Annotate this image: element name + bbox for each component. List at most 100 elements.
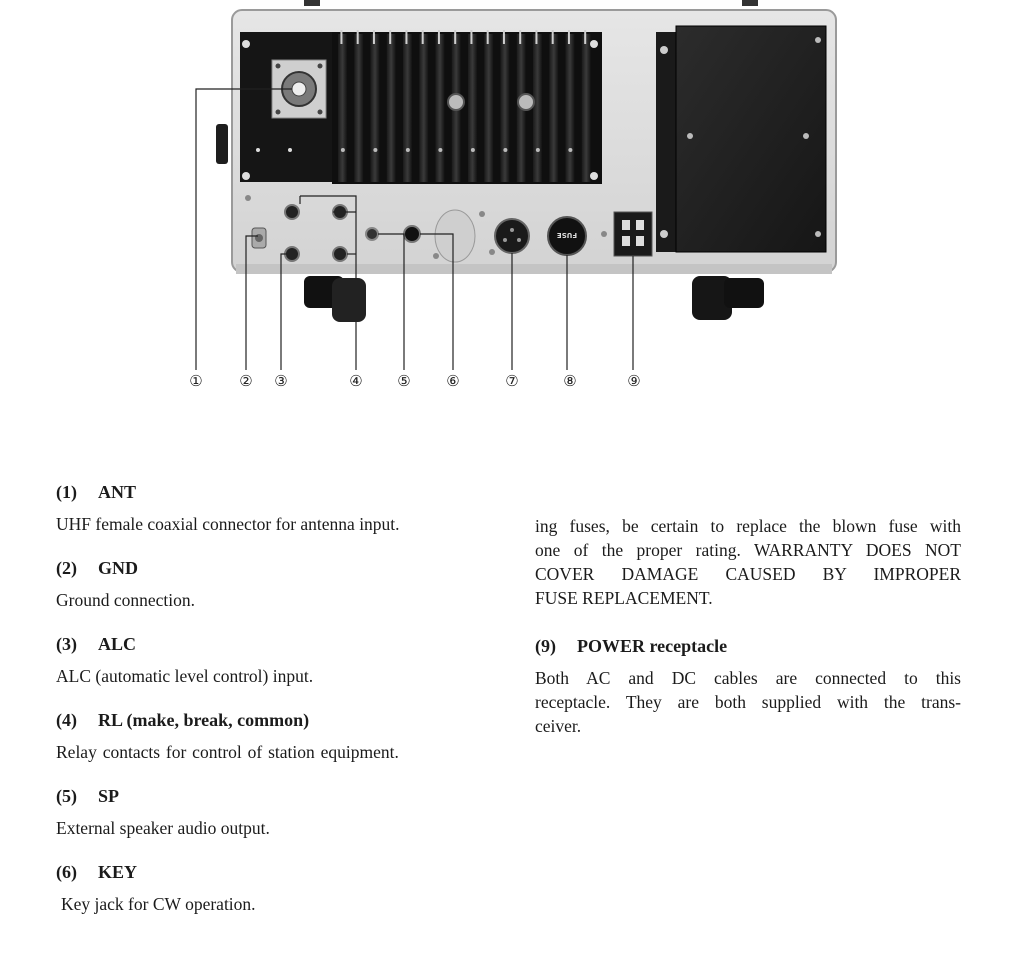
screw (815, 231, 821, 237)
heatsink-fin-tip (372, 30, 375, 44)
top-handle-right (742, 0, 758, 6)
callout-8: ⑧ (563, 372, 576, 390)
section-heading: (2)GND (56, 556, 496, 580)
section-number: (4) (56, 710, 77, 730)
section-title: SP (98, 786, 120, 806)
heatsink-fin-tip (519, 30, 522, 44)
leader-4 (300, 195, 357, 370)
section-description: Ground connection. (56, 590, 195, 610)
jack-key (403, 225, 421, 243)
text-line: ing fuses, be certain to replace the blo… (535, 516, 961, 536)
screw (479, 211, 485, 217)
socket-pin (503, 238, 507, 242)
heatsink-screw (470, 148, 475, 152)
section-number: (6) (56, 862, 77, 882)
callout-2: ② (239, 372, 252, 390)
section-title: ANT (98, 482, 137, 502)
callout-labels: ① ② ③ ④ ⑤ ⑥ ⑦ ⑧ ⑨ (189, 372, 640, 390)
chassis-bottom-lip (236, 264, 832, 274)
rear-panel-figure: FUSE ① ② ③ ④ ⑤ ⑥ ⑦ ⑧ ⑨ (189, 0, 837, 390)
screw (803, 133, 809, 139)
section-heading: (1) ANT (56, 480, 496, 504)
screw (275, 109, 281, 115)
heatsink-screw (503, 148, 508, 152)
section-number: (3) (56, 634, 77, 654)
heatsink-fin-tip (389, 30, 392, 44)
screw (815, 37, 821, 43)
text-line: one of the proper rating. WARRANTY DOES … (535, 540, 961, 560)
section-ant: (1)ANT UHF female coaxial connector for … (56, 480, 496, 536)
left-column: (1)ANT UHF female coaxial connector for … (56, 480, 496, 936)
section-number: (1) (56, 482, 77, 502)
heatsink-screw (568, 148, 573, 152)
screw (275, 63, 281, 69)
top-handle-left (304, 0, 320, 6)
section-sp: (5)SP External speaker audio output. (56, 784, 496, 840)
heatsink-fin-tip (470, 30, 473, 44)
receptacle-pin (622, 220, 630, 230)
leader-1 (195, 88, 292, 370)
screw (317, 63, 323, 69)
heatsink-screw (373, 148, 378, 152)
section-description: External speaker audio output. (56, 818, 270, 838)
section-heading: (4)RL (make, break, common) (56, 708, 496, 732)
section-number: (9) (535, 636, 556, 656)
screw (245, 195, 251, 201)
heatsink-fin (533, 34, 542, 182)
section-title: GND (98, 558, 138, 578)
section-heading: (5)SP (56, 784, 496, 808)
heatsink-fin (386, 34, 396, 182)
accessory-socket (494, 218, 530, 254)
heatsink-fin-tip (356, 30, 359, 44)
socket-pin (517, 238, 521, 242)
heatsink-fin-tip (340, 30, 343, 44)
section-heading: (9) POWER receptacle (535, 634, 961, 658)
callout-1: ① (189, 372, 202, 390)
heatsink-fin-tip (584, 30, 587, 44)
receptacle-pin (636, 220, 644, 230)
leader-3 (280, 253, 288, 370)
screw (687, 133, 693, 139)
heatsink-fin (468, 34, 477, 182)
heatsink-fin-tip (502, 30, 505, 44)
foot-left-b (332, 278, 366, 322)
screw (242, 172, 250, 180)
heatsink-bolt-right (517, 93, 535, 111)
heatsink-screw (405, 148, 410, 152)
section-power: (9)POWER receptacle Both AC and DC cable… (535, 634, 961, 738)
screw (317, 109, 323, 115)
callout-4: ④ (349, 372, 362, 390)
heatsink-fin-tip (486, 30, 489, 44)
screw (256, 148, 260, 152)
section-title: ALC (98, 634, 137, 654)
screw (242, 40, 250, 48)
receptacle-pin (636, 236, 644, 246)
screw (660, 46, 668, 54)
heatsink-fin-tip (567, 30, 570, 44)
leader-2 (245, 235, 258, 370)
callout-5: ⑤ (397, 372, 410, 390)
callout-6: ⑥ (446, 372, 459, 390)
heatsink-fin-tip (421, 30, 424, 44)
leader-6 (420, 233, 454, 370)
section-description: Key jack for CW operation. (61, 894, 256, 914)
screw (255, 234, 263, 242)
fuse-cap-text: FUSE (557, 231, 578, 239)
heatsink-fin (549, 34, 559, 182)
text-line: FUSE REPLACEMENT. (535, 588, 713, 608)
section-heading: (6) KEY (56, 860, 496, 884)
fuse-continued-paragraph: ing fuses, be certain to replace the blo… (535, 514, 961, 610)
jack-rl-bottom-right (332, 246, 348, 262)
heatsink-fin-tip (437, 30, 440, 44)
receptacle-pin (622, 236, 630, 246)
section-rl: (4)RL (make, break, common) Relay contac… (56, 708, 496, 764)
right-column: ing fuses, be certain to replace the blo… (535, 514, 961, 758)
blank-plate (434, 209, 476, 263)
section-gnd: (2)GND Ground connection. (56, 556, 496, 612)
section-title: KEY (98, 862, 138, 882)
callout-7: ⑦ (505, 372, 518, 390)
screw (288, 148, 292, 152)
heatsink-fin (581, 34, 591, 182)
section-title: POWER receptacle (577, 636, 728, 656)
heatsink-fin-tip (454, 30, 457, 44)
